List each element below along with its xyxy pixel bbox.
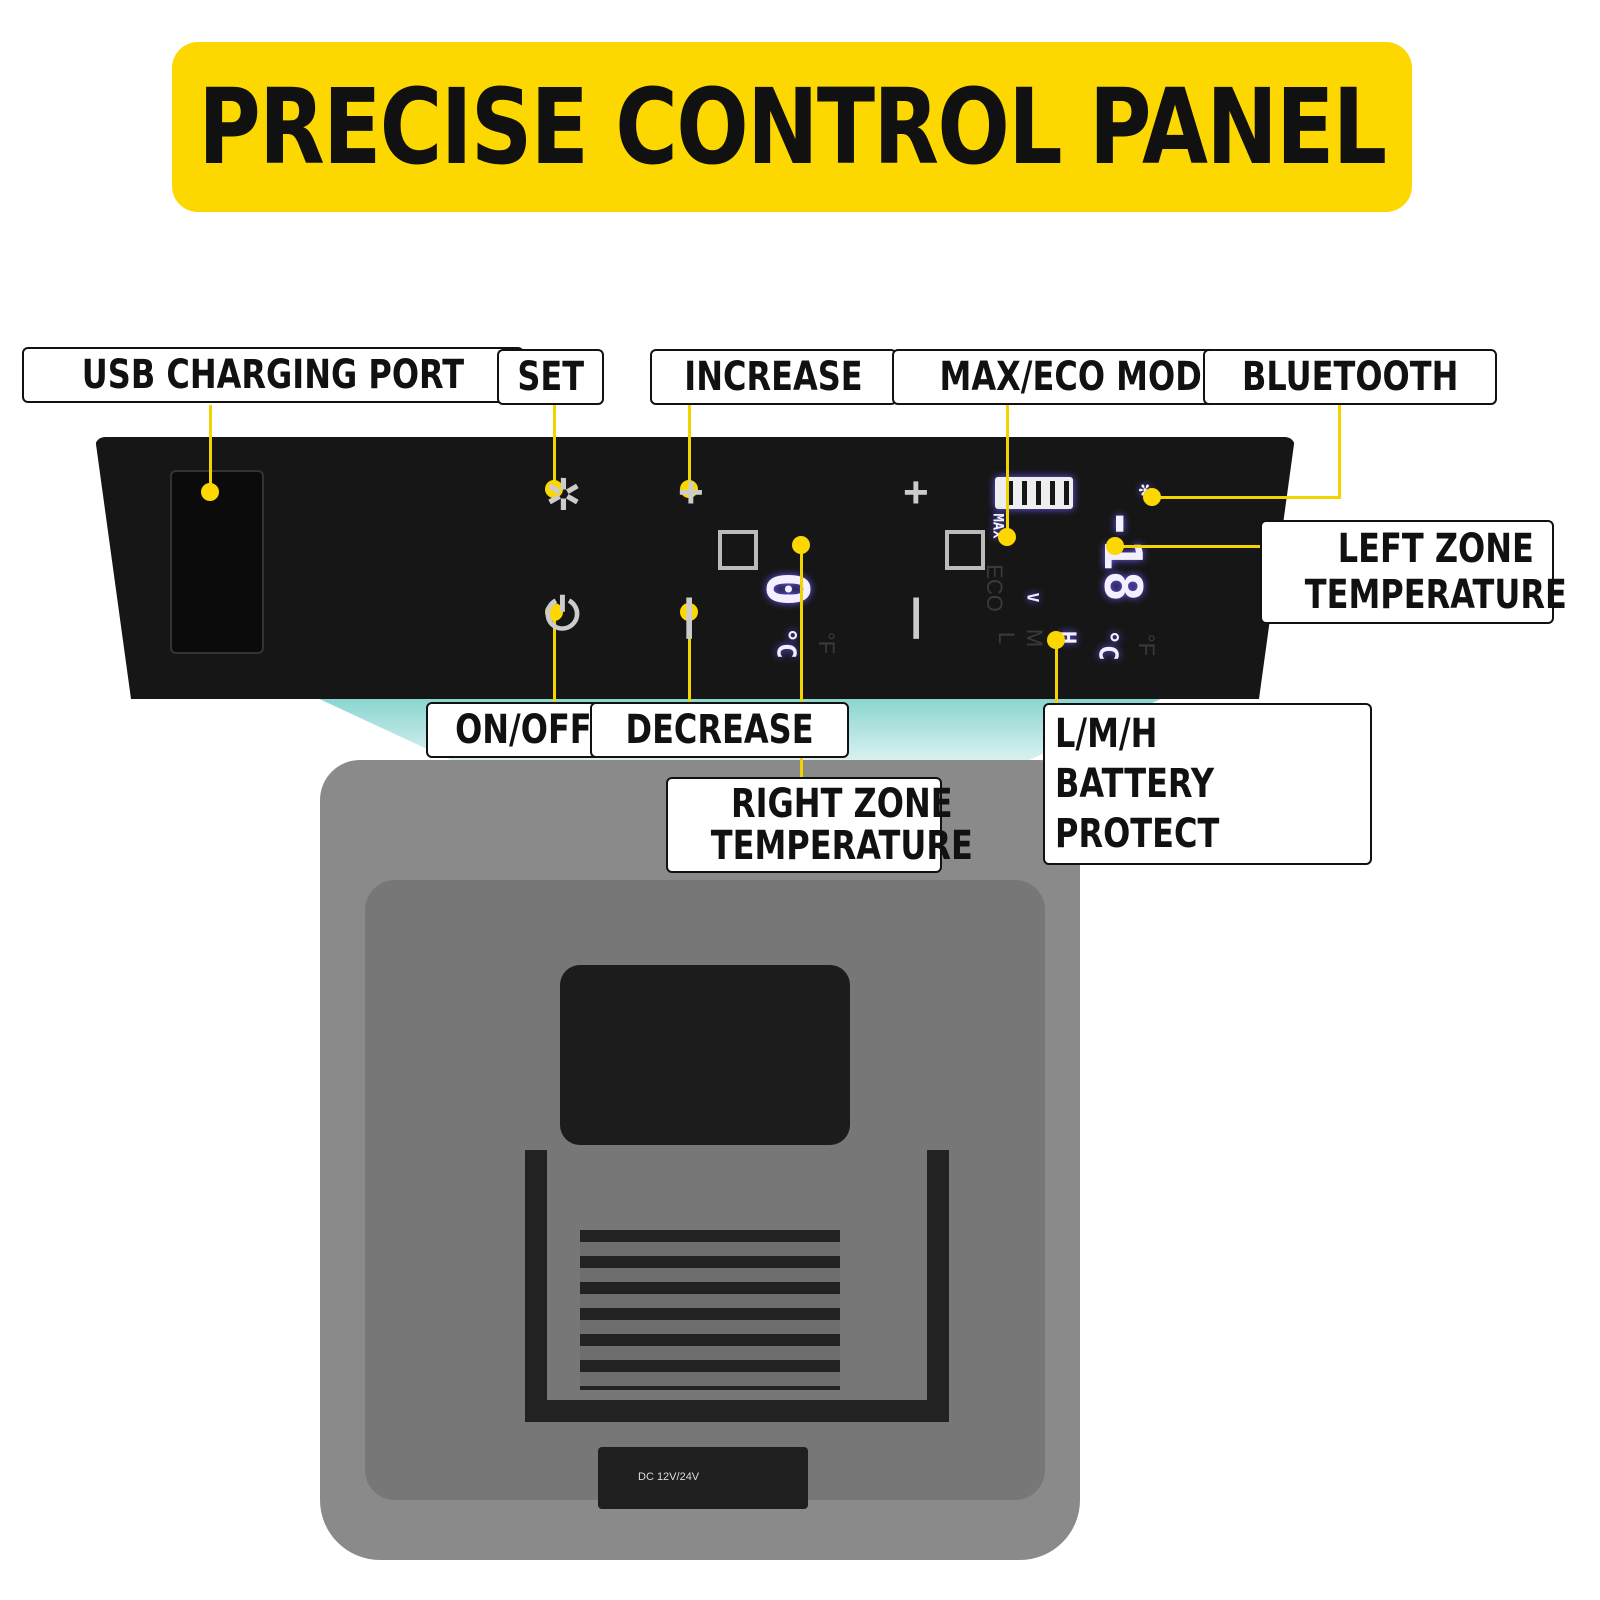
label-on-off: ON/OFF — [426, 702, 621, 758]
label-usb-charging-port: USB CHARGING PORT — [22, 347, 524, 403]
right-unit-c: °C — [770, 627, 801, 659]
left-temp-display: -18 — [1091, 508, 1152, 602]
mid-label: M — [1022, 628, 1048, 648]
volt-label: V — [1023, 592, 1043, 603]
dc-port[interactable]: DC 12V/24V — [598, 1447, 808, 1509]
gear-icon[interactable]: ✲ — [545, 471, 582, 520]
eco-label: ECO — [981, 564, 1007, 612]
zone-icon[interactable] — [718, 530, 758, 570]
mode-icon[interactable] — [945, 530, 985, 570]
handle-frame — [525, 1150, 949, 1422]
right-unit-f: °F — [814, 631, 840, 655]
vent-grille — [580, 1230, 840, 1390]
label-set: SET — [497, 349, 605, 405]
dc-label: DC 12V/24V — [638, 1471, 700, 1483]
right-temp-display: 0 — [753, 571, 822, 607]
label-battery-protect: L/M/H BATTERY PROTECT — [1043, 703, 1372, 865]
label-right-zone-temperature: RIGHT ZONE TEMPERATURE — [666, 777, 973, 873]
usb-port[interactable] — [170, 470, 264, 654]
title-banner: PRECISE CONTROL PANEL — [172, 42, 1412, 212]
low-label: L — [994, 631, 1020, 645]
label-left-zone-temperature: LEFT ZONE TEMPERATURE — [1260, 520, 1567, 624]
label-decrease: DECREASE — [590, 702, 850, 758]
left-unit-f: °F — [1134, 633, 1160, 657]
plus-icon-right[interactable]: + — [903, 468, 929, 517]
page-title: PRECISE CONTROL PANEL — [198, 66, 1387, 188]
handle[interactable] — [560, 965, 850, 1145]
control-panel — [95, 437, 1295, 699]
minus-icon-right[interactable]: | — [910, 590, 923, 639]
power-icon[interactable]: ⏻ — [545, 590, 580, 639]
label-increase: INCREASE — [650, 349, 897, 405]
minus-icon[interactable]: | — [683, 590, 696, 639]
plus-icon[interactable]: + — [678, 468, 704, 517]
left-unit-c: °C — [1092, 629, 1123, 661]
label-bluetooth: BLUETOOTH — [1203, 349, 1498, 405]
